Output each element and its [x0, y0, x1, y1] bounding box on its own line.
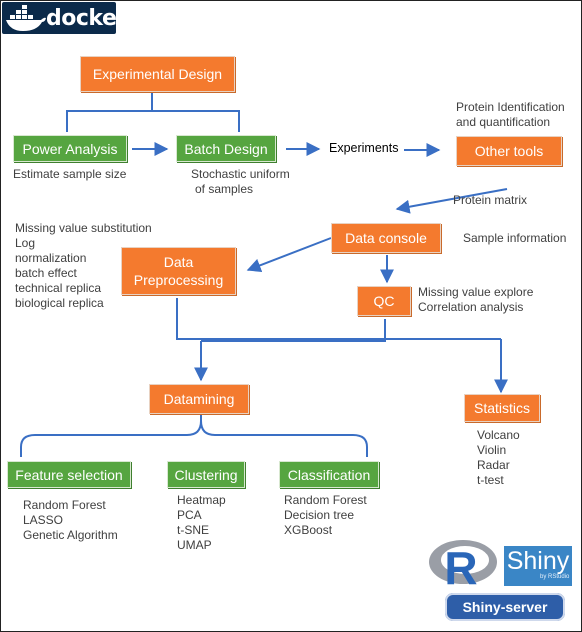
feature-selection-items-list: Random Forest LASSO Genetic Algorithm — [23, 498, 118, 543]
list-item: Heatmap — [177, 493, 226, 507]
list-item: t-SNE — [177, 523, 210, 537]
list-item: Decision tree — [284, 508, 355, 522]
list-item: Radar — [477, 458, 510, 472]
list-item: Random Forest — [23, 498, 106, 512]
data-preprocessing-box: Data Preprocessing — [121, 247, 236, 295]
protein-identification-label: Protein Identification and quantificatio… — [456, 100, 565, 130]
arrow-console-preprocessing — [246, 237, 332, 272]
data-preprocessing-line-1: Data — [163, 254, 194, 270]
protein-matrix-label: Protein matrix — [453, 193, 528, 207]
batch-design-box: Batch Design — [176, 135, 276, 162]
feature-selection-box: Feature selection — [7, 461, 131, 488]
sample-information-label: Sample information — [463, 231, 567, 245]
data-console-box: Data console — [331, 223, 441, 253]
list-item: batch effect — [15, 266, 77, 280]
list-item: Correlation analysis — [418, 300, 524, 314]
list-item: Genetic Algorithm — [23, 528, 118, 542]
list-item: t-test — [477, 473, 504, 487]
docker-whale-icon — [6, 5, 46, 31]
datamining-box: Datamining — [149, 384, 249, 414]
estimate-sample-size-label: Estimate sample size — [13, 167, 127, 181]
stochastic-line-1: Stochastic uniform — [191, 167, 290, 181]
list-item: LASSO — [23, 513, 64, 527]
clustering-items-list: Heatmap PCA t-SNE UMAP — [177, 493, 226, 553]
clustering-box: Clustering — [167, 461, 245, 488]
protein-identification-line-2: and quantification — [456, 115, 551, 129]
list-item: PCA — [177, 508, 202, 522]
qc-box: QC — [357, 286, 411, 316]
protein-identification-line-1: Protein Identification — [456, 100, 565, 114]
list-item: Violin — [477, 443, 507, 457]
shiny-logo: Shiny by RStudio — [504, 546, 572, 586]
list-item: Log — [15, 236, 36, 250]
docker-wordmark: docker — [46, 6, 127, 31]
r-logo-icon: R — [429, 540, 497, 592]
classification-box: Classification — [279, 461, 379, 488]
experimental-design-box: Experimental Design — [80, 56, 235, 92]
shiny-server-badge: Shiny-server — [445, 593, 565, 621]
list-item: UMAP — [177, 538, 212, 552]
brace-bottom — [20, 415, 368, 457]
data-preprocessing-line-2: Preprocessing — [133, 272, 224, 288]
shiny-wordmark: Shiny — [506, 547, 570, 575]
list-item: Missing value substitution — [15, 221, 152, 235]
experiments-label: Experiments — [329, 141, 399, 155]
list-item: Random Forest — [284, 493, 367, 507]
qc-items-list: Missing value explore Correlation analys… — [418, 285, 533, 315]
list-item: Volcano — [477, 428, 520, 442]
shiny-byline: by RStudio — [540, 574, 570, 580]
statistics-items-list: Volcano Violin Radar t-test — [477, 428, 520, 488]
list-item: XGBoost — [284, 523, 333, 537]
stochastic-line-2: of samples — [195, 182, 254, 196]
list-item: biological replica — [15, 296, 104, 310]
list-item: normalization — [15, 251, 87, 265]
preprocessing-items-list: Missing value substitution Log normaliza… — [15, 221, 152, 311]
docker-logo: docker — [2, 2, 127, 34]
stochastic-label: Stochastic uniform of samples — [191, 167, 290, 197]
merge-lines — [176, 298, 501, 342]
classification-items-list: Random Forest Decision tree XGBoost — [284, 493, 367, 538]
statistics-box: Statistics — [464, 394, 540, 422]
r-logo-letter: R — [444, 542, 477, 592]
brace-top — [66, 93, 240, 132]
other-tools-box: Other tools — [456, 136, 562, 166]
power-analysis-box: Power Analysis — [13, 135, 127, 162]
list-item: technical replica — [15, 281, 102, 295]
list-item: Missing value explore — [418, 285, 534, 299]
arrow-othertools-console — [395, 188, 508, 214]
